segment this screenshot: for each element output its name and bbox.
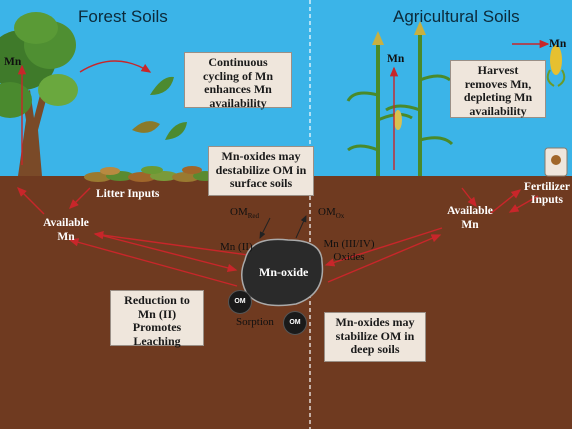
label-mn-harvest: Mn [549, 38, 567, 50]
label-mn-oxide: Mn-oxide [259, 265, 309, 279]
label-om-ox: OMOx [318, 206, 345, 221]
box-destabilize-om: Mn-oxides may destabilize OM in surface … [208, 146, 314, 196]
label-mn-iii-iv-oxides: Mn (III/IV) Oxides [323, 238, 375, 263]
harvested-corn-icon [546, 45, 566, 87]
falling-leaves [132, 76, 187, 140]
box-stabilize-om: Mn-oxides may stabilize OM in deep soils [324, 312, 426, 362]
label-available-mn-right: Available Mn [447, 205, 493, 231]
corn-ear [394, 110, 402, 130]
box-continuous-cycling: Continuous cycling of Mn enhances Mn ava… [184, 52, 292, 109]
om-particle-1: OM [228, 290, 252, 314]
fertilizer-bag-icon [544, 147, 568, 177]
label-litter-inputs: Litter Inputs [96, 188, 160, 200]
litter-pile [84, 166, 217, 182]
om-particle-2: OM [283, 311, 307, 335]
corn-plants [346, 30, 454, 176]
label-sorption: Sorption [236, 316, 274, 328]
forest-soils-title: Forest Soils [78, 7, 168, 26]
label-mn-tree: Mn [4, 56, 22, 68]
box-reduction-leaching: Reduction to Mn (II) Promotes Leaching [110, 290, 204, 347]
label-fertilizer-inputs: Fertilizer Inputs [524, 181, 570, 206]
label-mn-ii: Mn (II) [220, 241, 253, 253]
label-om-red: OMRed [230, 206, 260, 221]
label-mn-corn: Mn [387, 53, 405, 65]
label-available-mn-left: Available Mn [43, 217, 89, 243]
tree-illustration [0, 12, 78, 176]
redox-arrows [259, 215, 307, 239]
agricultural-soils-title: Agricultural Soils [393, 7, 520, 26]
box-harvest-removes: Harvest removes Mn, depleting Mn availab… [450, 60, 546, 118]
corn-tassels [372, 21, 426, 45]
mn-oxide-blob [241, 238, 324, 307]
red-arrows [17, 39, 550, 287]
